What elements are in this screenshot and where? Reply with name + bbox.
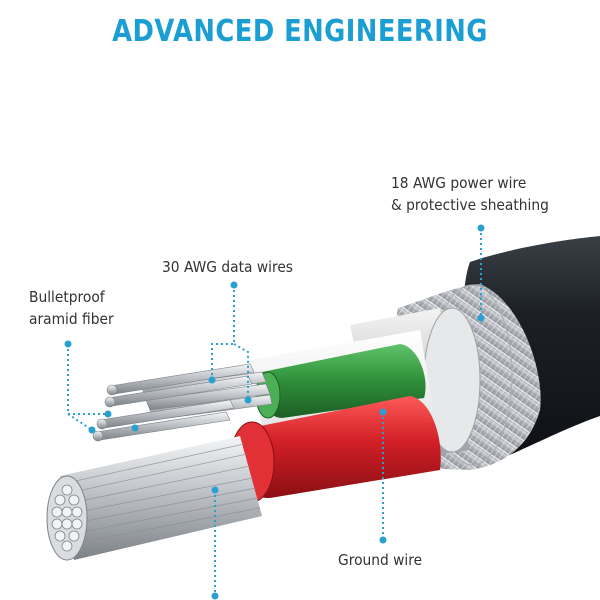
page-title: ADVANCED ENGINEERING [112,14,488,49]
data-wires-label: 30 AWG data wires [162,256,293,278]
ground-wire-label-line1: Ground wire [338,551,423,569]
aramid-fiber-label-line1: Bulletproof [29,288,105,306]
aramid-fiber-label-line2: aramid fiber [29,310,114,328]
power-conductor-strands [46,436,262,561]
ground-wire-label: Ground wire [338,549,422,571]
callout-line-data [211,285,249,400]
power-wire-label-line2: & protective sheathing [391,196,549,214]
power-wire-label-line1: 18 AWG power wire [391,174,527,192]
data-wires-label-line1: 30 AWG data wires [162,258,293,276]
power-wire-label: 18 AWG power wire & protective sheathing [391,172,549,216]
callout-lines [67,228,482,600]
aramid-fiber-label: Bulletproof aramid fiber [29,286,114,330]
data-wire-strands [92,363,255,442]
callout-dots [64,224,485,600]
callout-line-aramid [67,344,108,431]
